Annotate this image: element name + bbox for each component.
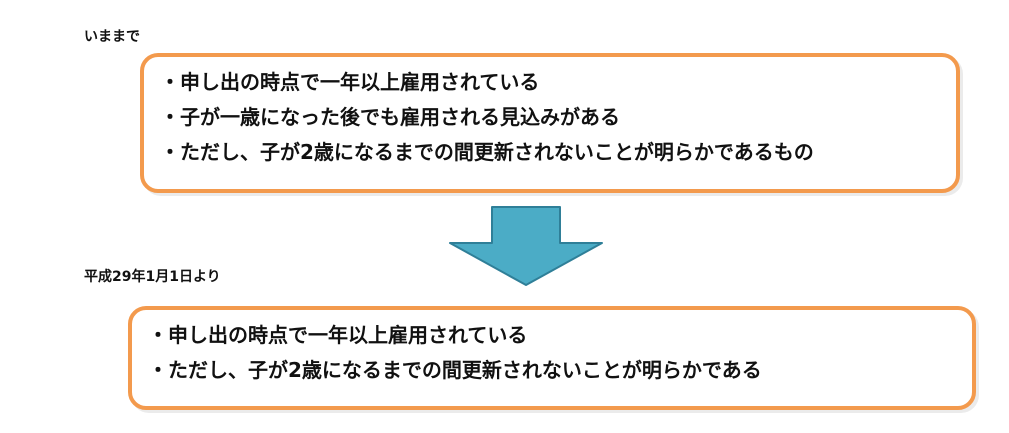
after-conditions-box: 申し出の時点で一年以上雇用されている ただし、子が2歳になるまでの間更新されない… — [128, 306, 976, 410]
before-condition-item: ただし、子が2歳になるまでの間更新されないことが明らかであるもの — [160, 135, 940, 170]
after-condition-item: ただし、子が2歳になるまでの間更新されないことが明らかである — [148, 353, 956, 388]
before-conditions-box: 申し出の時点で一年以上雇用されている 子が一歳になった後でも雇用される見込みがあ… — [140, 53, 960, 193]
after-label: 平成29年1月1日より — [84, 269, 221, 285]
after-conditions-list: 申し出の時点で一年以上雇用されている ただし、子が2歳になるまでの間更新されない… — [148, 318, 956, 388]
before-condition-item: 申し出の時点で一年以上雇用されている — [160, 65, 940, 100]
before-conditions-list: 申し出の時点で一年以上雇用されている 子が一歳になった後でも雇用される見込みがあ… — [160, 65, 940, 170]
after-condition-item: 申し出の時点で一年以上雇用されている — [148, 318, 956, 353]
before-label: いままで — [84, 29, 140, 45]
down-arrow-icon — [449, 206, 603, 286]
before-condition-item: 子が一歳になった後でも雇用される見込みがある — [160, 100, 940, 135]
